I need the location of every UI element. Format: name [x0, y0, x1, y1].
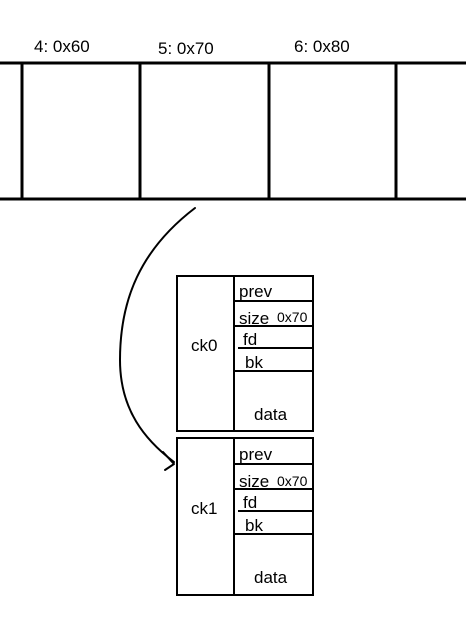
- bin-label-4: 4: 0x60: [34, 37, 90, 56]
- bin-label-6: 6: 0x80: [294, 37, 350, 56]
- chunk-0-size-value: 0x70: [277, 309, 308, 325]
- chunk-1-prev: prev: [239, 445, 273, 464]
- chunk-0-name: ck0: [191, 336, 217, 355]
- chunk-0-bk: bk: [245, 353, 263, 372]
- bin-array: [0, 61, 466, 201]
- link-arrow: [119, 207, 196, 471]
- chunk-1-size: size: [239, 472, 269, 491]
- chunk-0: [176, 275, 314, 432]
- chunk-1-fd: fd: [243, 493, 257, 512]
- chunk-1: [176, 437, 314, 596]
- chunk-0-fd: fd: [243, 330, 257, 349]
- chunk-0-data: data: [254, 405, 288, 424]
- arrowhead-icon: [162, 451, 175, 471]
- chunk-1-data: data: [254, 568, 288, 587]
- fd-pointer-curve: [119, 207, 196, 463]
- chunk-0-prev: prev: [239, 282, 273, 301]
- chunk-1-bk: bk: [245, 516, 263, 535]
- chunk-0-size: size: [239, 309, 269, 328]
- bin-label-5: 5: 0x70: [158, 39, 214, 58]
- chunk-1-outline: [176, 437, 314, 596]
- chunk-0-outline: [176, 275, 314, 432]
- chunk-1-size-value: 0x70: [277, 473, 308, 489]
- chunk-1-name: ck1: [191, 499, 217, 518]
